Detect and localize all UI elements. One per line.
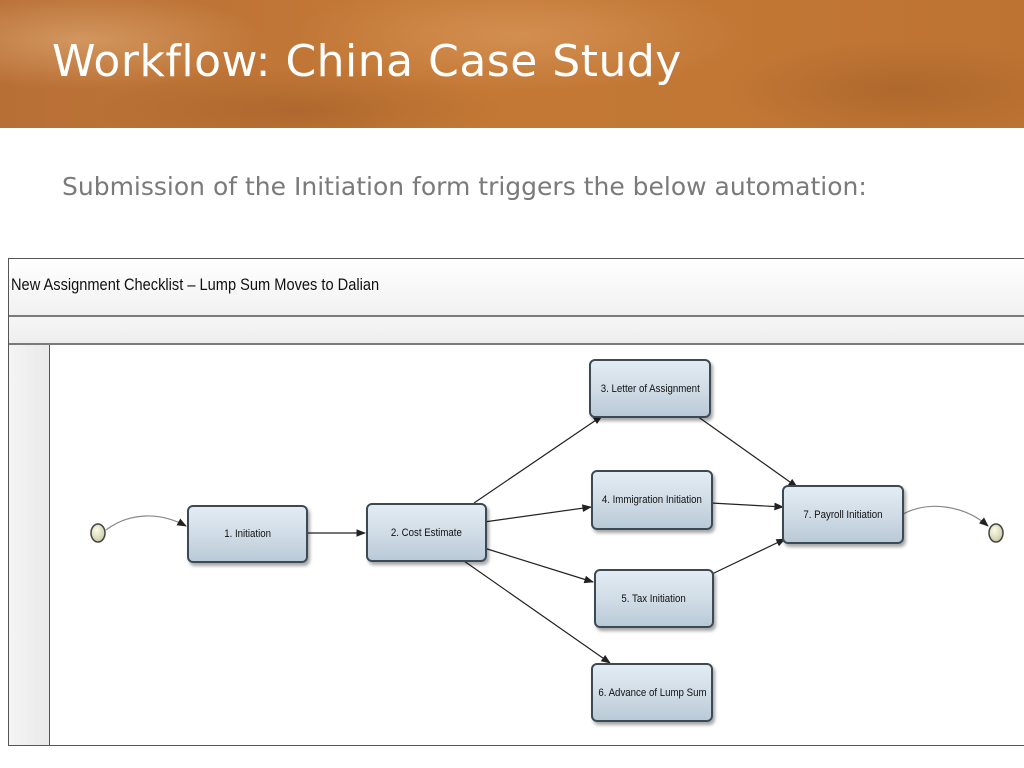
slide-header: Workflow: China Case Study [0, 0, 1024, 128]
diagram-title: New Assignment Checklist – Lump Sum Move… [11, 275, 380, 294]
edge-cost-advance [463, 560, 611, 664]
swimlane-header [9, 345, 50, 745]
diagram-title-row: New Assignment Checklist – Lump Sum Move… [9, 259, 1024, 317]
start-event [90, 523, 106, 543]
edge-cost-letter [473, 415, 603, 504]
diagram-band-row [9, 317, 1024, 345]
edge-immigration-payroll [710, 502, 784, 511]
edge-cost-immigration [483, 504, 592, 523]
edge-payroll-end [902, 505, 989, 527]
node-letter-of-assignment: 3. Letter of Assignment [589, 359, 711, 418]
node-tax-initiation: 5. Tax Initiation [594, 569, 714, 628]
node-initiation: 1. Initiation [187, 505, 308, 563]
slide-title: Workflow: China Case Study [52, 36, 682, 87]
node-payroll-initiation: 7. Payroll Initiation [782, 485, 904, 544]
end-event [988, 523, 1004, 543]
edge-letter-payroll [696, 415, 798, 488]
node-cost-estimate: 2. Cost Estimate [366, 503, 487, 562]
edge-start-initiation [105, 515, 187, 531]
slide-subtitle: Submission of the Initiation form trigge… [62, 172, 867, 201]
edge-tax-payroll [711, 538, 786, 575]
node-immigration-initiation: 4. Immigration Initiation [591, 470, 713, 530]
node-advance-of-lump-sum: 6. Advance of Lump Sum [591, 663, 713, 722]
edge-cost-tax [483, 547, 594, 584]
